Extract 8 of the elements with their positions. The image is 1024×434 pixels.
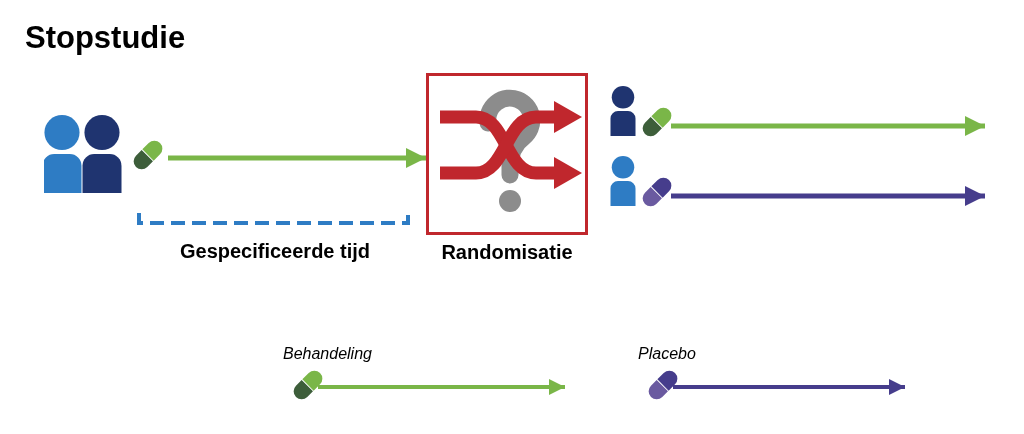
arrow	[671, 116, 985, 136]
step-label: Randomisatie	[440, 241, 574, 264]
legend-label: Behandeling	[283, 345, 372, 363]
arrow	[168, 148, 426, 168]
legend-label: Placebo	[638, 345, 696, 363]
time-label: Gespecificeerde tijd	[178, 240, 372, 263]
arrow	[671, 186, 985, 206]
title: Stopstudie	[25, 20, 186, 56]
